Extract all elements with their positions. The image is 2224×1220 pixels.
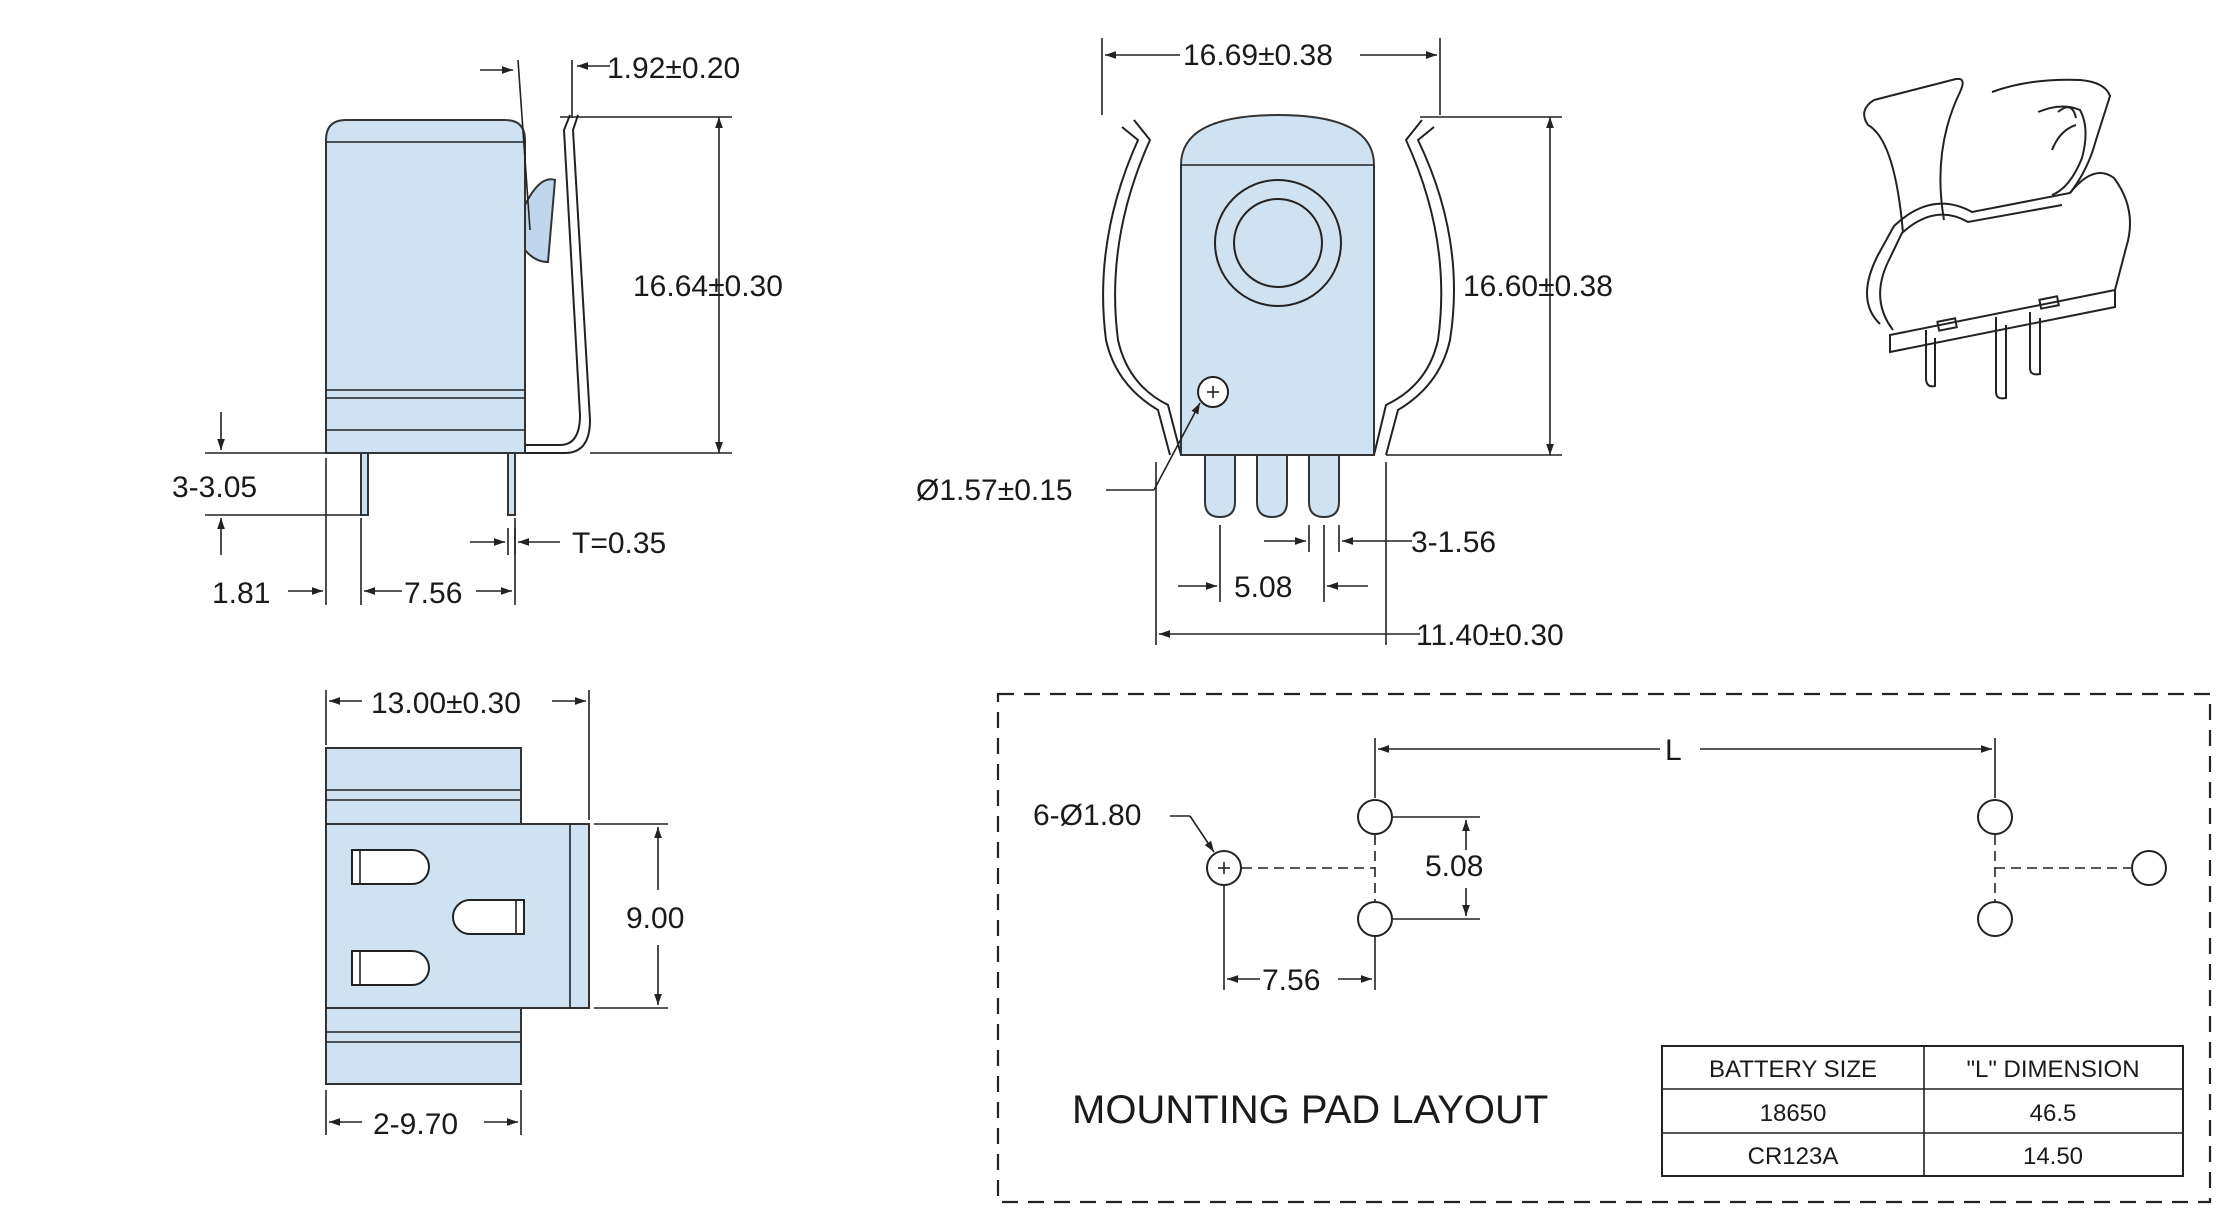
table-cell: CR123A — [1748, 1143, 1839, 1170]
table-header-battery-size: BATTERY SIZE — [1709, 1056, 1877, 1083]
front-view — [1101, 38, 1562, 645]
side-pin-length-label: 3-3.05 — [172, 471, 257, 504]
pad-hole-right-top — [1977, 799, 2013, 835]
side-thickness-label: T=0.35 — [572, 527, 666, 560]
table-header-l-dimension: "L" DIMENSION — [1966, 1056, 2139, 1083]
pad-hole-right-end — [2131, 850, 2167, 886]
table-cell: 18650 — [1760, 1100, 1827, 1127]
front-base-width-label: 11.40±0.30 — [1416, 619, 1564, 652]
side-top-thickness-label: 1.92±0.20 — [607, 52, 740, 85]
front-pin-pitch-label: 5.08 — [1234, 571, 1292, 604]
pad-vertical-pitch-label: 5.08 — [1425, 850, 1483, 883]
side-pin-offset-label: 1.81 — [212, 577, 270, 610]
pad-hole-left-top — [1357, 799, 1393, 835]
pad-hole-right-bottom — [1977, 901, 2013, 937]
side-view — [205, 59, 732, 605]
bottom-width-label: 13.00±0.30 — [371, 687, 521, 720]
pad-horizontal-pitch-label: 7.56 — [1262, 964, 1320, 997]
side-height-label: 16.64±0.30 — [633, 270, 783, 303]
table-cell: 14.50 — [2023, 1143, 2083, 1170]
bottom-depth-label: 9.00 — [626, 902, 684, 935]
isometric-view — [1863, 77, 2131, 400]
bottom-view — [325, 690, 668, 1135]
mounting-pad-layout — [996, 692, 2212, 1204]
front-height-label: 16.60±0.38 — [1463, 270, 1613, 303]
front-hole-diameter-label: Ø1.57±0.15 — [916, 474, 1073, 507]
table-cell: 46.5 — [2030, 1100, 2077, 1127]
front-width-label: 16.69±0.38 — [1183, 39, 1333, 72]
pad-hole-callout: 6-Ø1.80 — [1033, 799, 1141, 832]
pad-length-label: L — [1665, 734, 1682, 767]
side-pin-spacing-label: 7.56 — [404, 577, 462, 610]
bottom-clip-width-label: 2-9.70 — [373, 1108, 458, 1141]
pad-hole-left-bottom — [1357, 901, 1393, 937]
front-pin-width-label: 3-1.56 — [1411, 526, 1496, 559]
battery-table — [1661, 1045, 2184, 1177]
pad-layout-title: MOUNTING PAD LAYOUT — [1072, 1088, 1548, 1132]
